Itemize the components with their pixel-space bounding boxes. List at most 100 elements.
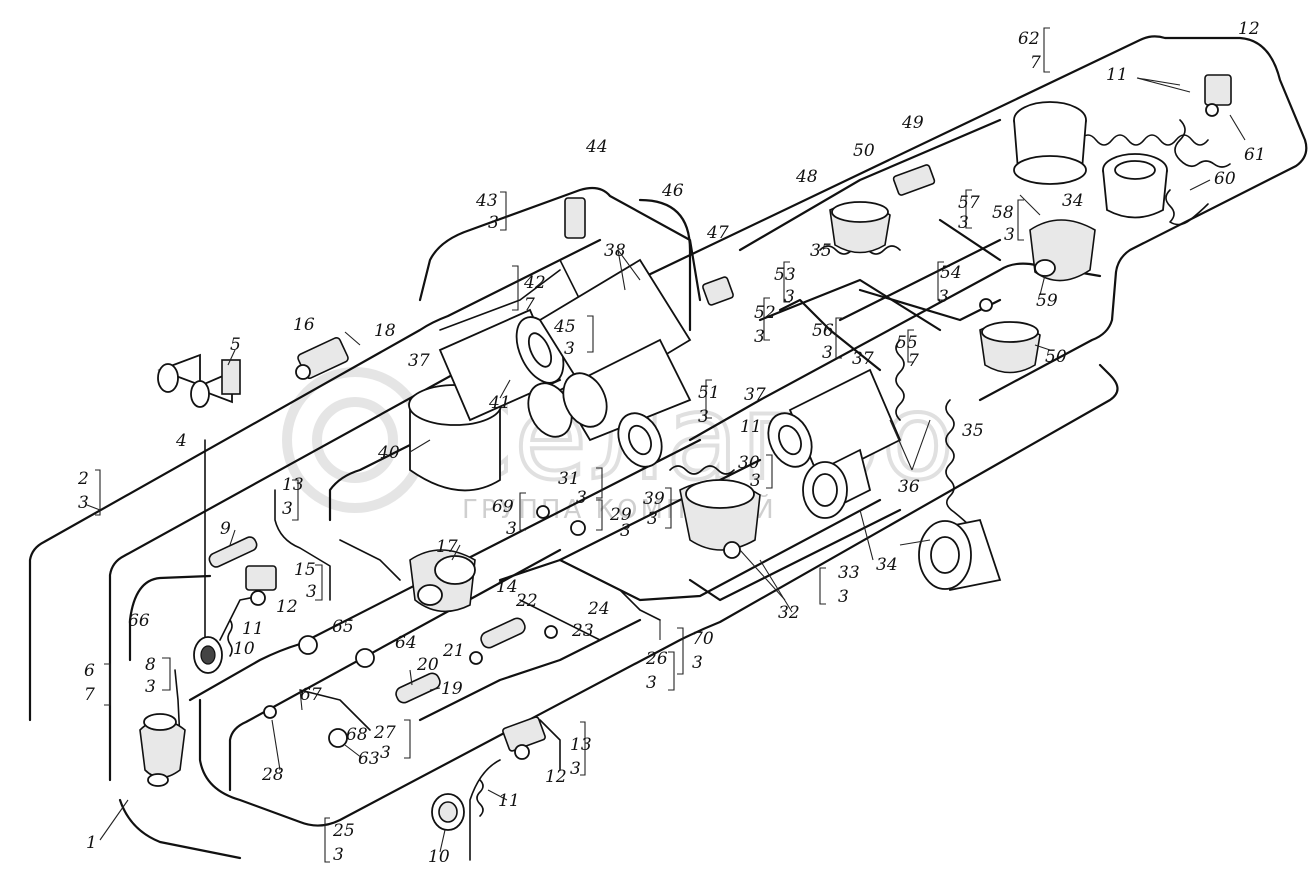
receiver-37-right: [767, 368, 902, 482]
pipe-2: [28, 238, 602, 722]
fitting-64: [355, 648, 375, 668]
callout-24: 24: [587, 599, 610, 619]
pipe-26: [418, 618, 642, 722]
compressor-17: [409, 549, 476, 613]
pipe-13-lower: [539, 719, 561, 771]
fitting-21: [469, 651, 483, 665]
pipe-70: [619, 589, 661, 621]
callout-62: 62: [1018, 29, 1040, 49]
hose-11-mid: [669, 465, 735, 475]
pipe-24: [519, 599, 601, 641]
callout-49: 49: [901, 113, 924, 133]
callout-4: 4: [175, 431, 187, 451]
callout-labels: 1 2 3 4 5 6 7 8 3 9 10 10 11 11 11 11 12…: [77, 19, 1266, 867]
callout-8: 8: [145, 655, 156, 675]
brake-pedal-valve-1: [139, 713, 186, 787]
callout-37-mid: 37: [744, 385, 766, 405]
frame-rail-crossmember: [228, 548, 562, 792]
callout-42: 42: [523, 273, 546, 293]
callout-29-sub: 3: [620, 521, 631, 541]
callout-52: 52: [754, 303, 776, 323]
callout-10-left: 10: [233, 639, 255, 659]
callout-30-sub: 3: [750, 471, 761, 491]
coupling-head-10-left: [193, 636, 223, 674]
callout-38: 38: [604, 241, 626, 261]
callout-37-left: 37: [408, 351, 430, 371]
callout-8-sub: 3: [145, 677, 156, 697]
fitting-65: [298, 635, 318, 655]
leader-lines: [86, 77, 1246, 853]
brake-chamber-34-rear: [1013, 101, 1168, 219]
hose-60: [1165, 189, 1209, 226]
callout-56-sub: 3: [822, 343, 833, 363]
callout-12-bottom: 12: [545, 767, 567, 787]
callout-64: 64: [395, 633, 417, 653]
cylinder-22: [480, 617, 526, 649]
brake-chamber-34-mid: [802, 448, 872, 519]
relay-valve-50-top: [829, 201, 891, 254]
callout-42-sub: 7: [524, 295, 535, 315]
frame-rail-upper: [688, 262, 1102, 442]
fitting-55: [979, 298, 993, 312]
callout-11-bottom: 11: [498, 791, 520, 811]
pipe-17-loop: [339, 539, 401, 581]
callout-51-sub: 3: [698, 407, 709, 427]
valve-44: [564, 197, 586, 239]
pipe-33-b: [688, 508, 902, 602]
callout-55: 55: [896, 333, 918, 353]
callout-1: 1: [86, 833, 97, 853]
callout-6: 6: [84, 661, 95, 681]
callout-12-rear: 12: [1238, 19, 1260, 39]
coupling-head-10-bottom: [431, 793, 465, 831]
callout-53-sub: 3: [784, 287, 795, 307]
hose-35-b: [945, 399, 973, 529]
pipe-66: [128, 574, 212, 662]
callout-35-right: 35: [962, 421, 984, 441]
callout-58: 58: [992, 203, 1014, 223]
frame-rail-upper-2: [838, 238, 1002, 322]
callout-70-sub: 3: [692, 653, 703, 673]
callout-39: 39: [643, 489, 665, 509]
callout-13-upper-sub: 3: [282, 499, 293, 519]
pipe-1: [118, 798, 242, 860]
callout-52-sub: 3: [754, 327, 765, 347]
pipe-57: [938, 218, 1002, 262]
fitting-23: [544, 625, 558, 639]
callout-25-sub: 3: [333, 845, 344, 865]
callout-55-sub: 7: [908, 351, 919, 371]
callout-57: 57: [958, 193, 980, 213]
callout-2: 2: [77, 469, 89, 489]
callout-39-sub: 3: [647, 509, 658, 529]
callout-51: 51: [698, 383, 720, 403]
pipe-46: [638, 198, 692, 332]
callout-56: 56: [812, 321, 834, 341]
callout-57-sub: 3: [958, 213, 969, 233]
receivers-38: [527, 258, 692, 468]
callout-15-sub: 3: [306, 582, 317, 602]
callout-54-sub: 3: [938, 287, 949, 307]
valve-12-bottom: [502, 716, 546, 760]
hose-35-a: [895, 339, 905, 421]
callout-27-sub: 3: [380, 743, 391, 763]
callout-14: 14: [496, 577, 518, 597]
callout-50-top: 50: [853, 141, 875, 161]
callout-11-rear: 11: [1106, 65, 1128, 85]
callout-63: 63: [358, 749, 380, 769]
callout-34-rear: 34: [1062, 191, 1084, 211]
pipe-13-upper: [274, 489, 331, 601]
hose-11-left: [227, 619, 233, 657]
fitting-63: [328, 728, 348, 748]
callout-19: 19: [441, 679, 463, 699]
callout-17: 17: [436, 537, 458, 557]
callout-62-sub: 7: [1030, 53, 1041, 73]
callout-59: 59: [1036, 291, 1058, 311]
callout-21: 21: [442, 641, 465, 661]
valve-47: [702, 276, 734, 306]
callout-54: 54: [940, 263, 962, 283]
callout-43-sub: 3: [488, 213, 499, 233]
cylinder-9: [208, 536, 258, 568]
callout-53: 53: [774, 265, 796, 285]
pipe-18: [439, 269, 561, 331]
callout-40: 40: [377, 443, 400, 463]
callout-brackets: [95, 27, 1050, 863]
